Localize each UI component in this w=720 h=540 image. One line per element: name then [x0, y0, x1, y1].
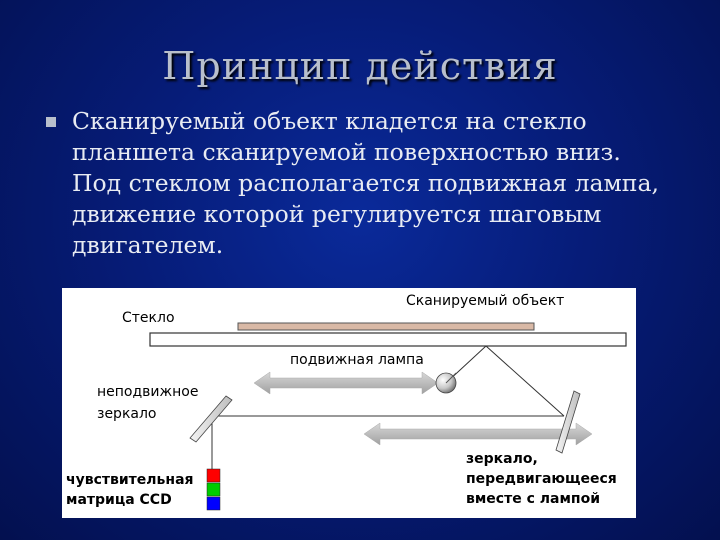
slide-title: Принцип действия	[162, 44, 558, 88]
moving-lamp-label: подвижная лампа	[290, 352, 424, 368]
scanned-object	[237, 322, 535, 331]
mirror-motion-arrow	[363, 422, 593, 446]
ccd-cell	[206, 468, 221, 483]
ccd-label-line1: чувствительная	[66, 472, 194, 488]
scanned-object-label: Сканируемый объект	[406, 293, 565, 309]
fixed-mirror-label-line2: зеркало	[97, 406, 157, 422]
moving-mirror-label-line1: зеркало,	[466, 451, 538, 467]
lamp-motion-arrow	[253, 371, 439, 395]
lamp	[435, 372, 457, 394]
ccd-cell	[206, 482, 221, 497]
glass-label: Стекло	[122, 310, 175, 326]
moving-mirror	[555, 390, 581, 454]
ccd-label-line2: матрица CCD	[66, 492, 172, 508]
glass-plate	[149, 332, 627, 347]
bullet-square-icon	[46, 117, 56, 127]
ccd-cell	[206, 496, 221, 511]
moving-mirror-label-line2: передвигающееся	[466, 471, 617, 487]
scanner-diagram-drawing	[149, 322, 627, 511]
fixed-mirror	[189, 395, 233, 443]
fixed-mirror-label-line1: неподвижное	[97, 384, 199, 400]
bullet-text: Сканируемый объект кладется на стекло пл…	[72, 107, 659, 259]
ccd-matrix	[206, 468, 221, 511]
scanner-diagram: Сканируемый объект Стекло подвижная ламп…	[62, 288, 636, 518]
moving-mirror-label-line3: вместе с лампой	[466, 491, 600, 507]
